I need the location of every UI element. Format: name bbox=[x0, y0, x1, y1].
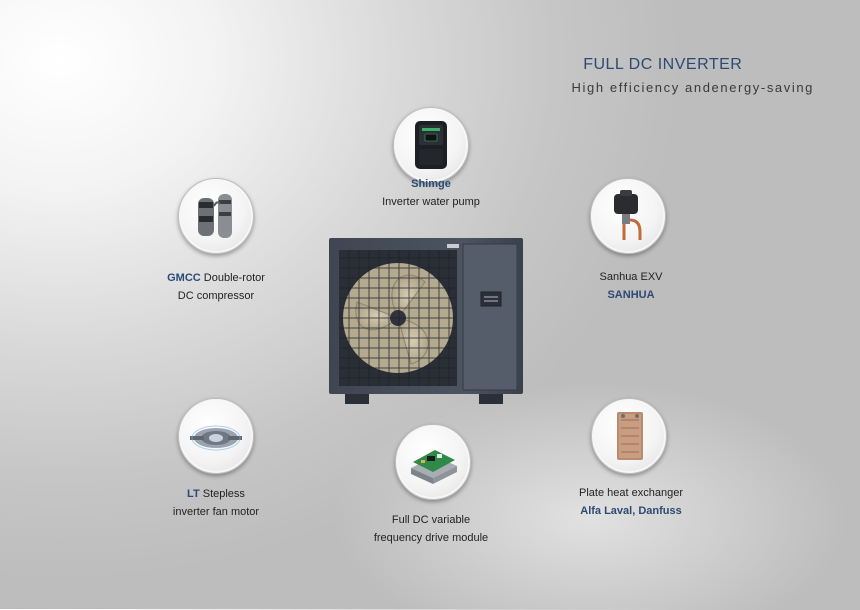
heat-exchanger-brand: Alfa Laval, Danfuss bbox=[580, 505, 682, 517]
headline: FULL DC INVERTER High efficiency andener… bbox=[572, 56, 814, 95]
drive-label: Full DC variable frequency drive module bbox=[366, 511, 496, 547]
pump-label: Shimge Inverter water pump bbox=[366, 175, 496, 211]
fan-motor-desc-1: Stepless bbox=[202, 488, 245, 500]
water-pump-icon bbox=[415, 121, 447, 169]
compressor-icon bbox=[198, 194, 232, 238]
headline-title: FULL DC INVERTER bbox=[583, 56, 743, 73]
pump-desc: Inverter water pump bbox=[382, 196, 480, 208]
fan-motor-brand: LT bbox=[187, 488, 200, 500]
exv-brand: SANHUA bbox=[607, 289, 655, 301]
water-pump-bubble bbox=[393, 107, 469, 183]
heat-exchanger-desc: Plate heat exchanger bbox=[579, 487, 683, 499]
heat-pump-unit bbox=[329, 238, 523, 404]
drive-desc-1: Full DC variable bbox=[391, 514, 471, 526]
compressor-desc-2: DC compressor bbox=[177, 290, 255, 302]
exv-label: Sanhua EXV SANHUA bbox=[566, 268, 696, 304]
exv-bubble bbox=[590, 178, 666, 254]
fan-motor-icon bbox=[190, 425, 242, 451]
heat-exchanger-bubble bbox=[591, 398, 667, 474]
fan-motor-bubble bbox=[178, 398, 254, 474]
compressor-brand: GMCC bbox=[167, 272, 201, 284]
pump-brand: Shimge bbox=[411, 178, 451, 190]
compressor-desc-1: Double-rotor bbox=[203, 272, 265, 284]
expansion-valve-icon bbox=[614, 190, 642, 240]
drive-module-bubble bbox=[395, 424, 471, 500]
fan-motor-label: LT Stepless inverter fan motor bbox=[146, 485, 286, 521]
drive-module-icon bbox=[411, 450, 457, 484]
plate-heat-exchanger-icon bbox=[617, 412, 643, 460]
fan-motor-desc-2: inverter fan motor bbox=[172, 506, 260, 518]
heat-exchanger-label: Plate heat exchanger Alfa Laval, Danfuss bbox=[556, 484, 706, 520]
compressor-bubble bbox=[178, 178, 254, 254]
headline-subtitle: High efficiency andenergy-saving bbox=[571, 80, 814, 95]
exv-desc: Sanhua EXV bbox=[599, 271, 663, 283]
compressor-label: GMCC Double-rotor DC compressor bbox=[146, 269, 286, 305]
drive-desc-2: frequency drive module bbox=[373, 532, 489, 544]
